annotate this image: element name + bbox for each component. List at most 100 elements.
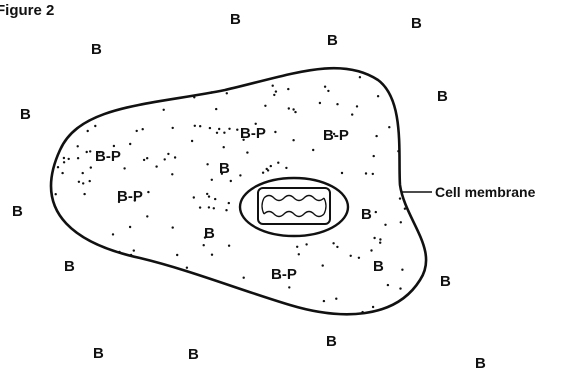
molecule-b: B (188, 346, 199, 363)
stipple-dot (78, 181, 80, 183)
stipple-dot (287, 88, 289, 90)
stipple-dot (361, 311, 363, 313)
stipple-dot (228, 202, 230, 204)
stipple-dot (274, 131, 276, 133)
stipple-dot (228, 128, 230, 130)
stipple-dot (336, 246, 338, 248)
stipple-dot (285, 167, 287, 169)
stipple-dot (206, 193, 208, 195)
molecule-b: B (91, 41, 102, 58)
stipple-dot (323, 300, 325, 302)
stipple-dot (214, 198, 216, 200)
stipple-dot (133, 249, 135, 251)
stipple-dot (213, 207, 215, 209)
stipple-dot (142, 128, 144, 130)
molecule-b-p: B-P (117, 188, 143, 205)
stipple-dot (163, 109, 165, 111)
nucleus (240, 178, 348, 236)
stipple-dot (387, 284, 389, 286)
stipple-dot (275, 90, 277, 92)
stipple-dot (365, 172, 367, 174)
stipple-dot (172, 226, 174, 228)
stipple-dot (377, 95, 379, 97)
stipple-dot (225, 209, 227, 211)
stipple-dot (277, 162, 279, 164)
stipple-dot (243, 277, 245, 279)
stipple-dot (118, 251, 120, 253)
stipple-dot (164, 158, 166, 160)
stipple-dot (82, 172, 84, 174)
stipple-dot (397, 150, 399, 152)
stipple-dot (270, 165, 272, 167)
stipple-dot (236, 129, 238, 131)
stipple-dot (129, 226, 131, 228)
stipple-dot (90, 166, 92, 168)
molecule-b: B (219, 160, 230, 177)
stipple-dot (147, 191, 149, 193)
stipple-dot (136, 130, 138, 132)
stipple-dot (358, 257, 360, 259)
stipple-dot (336, 103, 338, 105)
stipple-dot (223, 132, 225, 134)
stipple-dot (176, 254, 178, 256)
stipple-dot (86, 151, 88, 153)
stipple-dot (216, 132, 218, 134)
stipple-dot (312, 149, 314, 151)
stipple-dot (87, 130, 89, 132)
stipple-dot (292, 139, 294, 141)
molecule-b: B (437, 88, 448, 105)
molecule-b: B (230, 11, 241, 28)
cytoplasm-stipple (55, 76, 407, 313)
stipple-dot (223, 146, 225, 148)
stipple-dot (246, 151, 248, 153)
molecule-b: B (20, 106, 31, 123)
molecule-b: B (326, 333, 337, 350)
stipple-dot (77, 145, 79, 147)
stipple-dot (356, 105, 358, 107)
stipple-dot (375, 211, 377, 213)
stipple-dot (129, 143, 131, 145)
stipple-dot (167, 153, 169, 155)
stipple-dot (209, 127, 211, 129)
membrane-label: Cell membrane (435, 184, 536, 200)
stipple-dot (305, 243, 307, 245)
stipple-dot (373, 237, 375, 239)
stipple-dot (296, 246, 298, 248)
nucleus-inner-box (258, 188, 330, 224)
stipple-dot (206, 163, 208, 165)
molecule-b: B (475, 355, 486, 371)
stipple-dot (399, 197, 401, 199)
stipple-dot (215, 108, 217, 110)
stipple-dot (404, 208, 406, 210)
cell-membrane (51, 68, 426, 314)
stipple-dot (174, 156, 176, 158)
stipple-dot (332, 242, 334, 244)
stipple-dot (375, 135, 377, 137)
stipple-dot (199, 125, 201, 127)
stipple-dot (203, 244, 205, 246)
molecule-b-p: B-P (323, 127, 349, 144)
molecule-b: B (204, 225, 215, 242)
stipple-dot (319, 102, 321, 104)
molecule-b: B (93, 345, 104, 362)
stipple-dot (193, 196, 195, 198)
stipple-dot (359, 76, 361, 78)
stipple-dot (388, 126, 390, 128)
stipple-dot (384, 224, 386, 226)
stipple-dot (63, 161, 65, 163)
stipple-dot (89, 180, 91, 182)
stipple-dot (210, 91, 212, 93)
stipple-dot (351, 113, 353, 115)
stipple-dot (294, 111, 296, 113)
molecule-b-p: B-P (271, 266, 297, 283)
stipple-dot (264, 105, 266, 107)
stipple-dot (83, 193, 85, 195)
stipple-dot (193, 96, 195, 98)
stipple-dot (273, 94, 275, 96)
stipple-dot (191, 140, 193, 142)
stipple-dot (143, 159, 145, 161)
stipple-dot (155, 165, 157, 167)
stipple-dot (400, 221, 402, 223)
chromatin-squiggle (262, 196, 326, 217)
